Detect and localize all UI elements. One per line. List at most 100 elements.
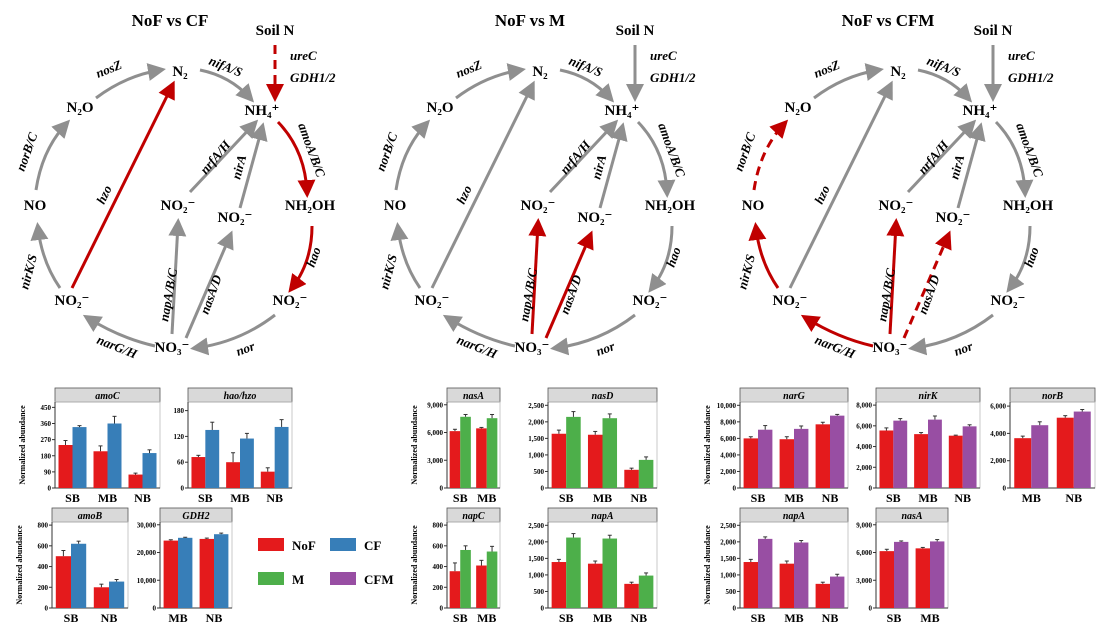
arrow-nor — [550, 313, 636, 356]
node-N2O: N₂O — [427, 100, 454, 116]
category-label: MB — [1022, 491, 1041, 505]
arrow-amoA — [994, 120, 1034, 198]
gene-label-nrfA: nrfA/H — [915, 137, 952, 177]
gene-label-nirA: nirA — [588, 153, 609, 181]
chart-title: nirK — [919, 391, 939, 402]
arrow-nirK — [748, 222, 780, 289]
arrow-nosZ — [813, 63, 884, 100]
bar-CFM-MB — [928, 419, 942, 488]
bar-NoF-MB — [476, 565, 487, 608]
category-label: SB — [751, 611, 766, 625]
bar-CFM-SB — [758, 538, 773, 608]
node-NO2L: NO₂⁻ — [55, 293, 90, 309]
bar-CFM-NB — [1073, 411, 1091, 488]
y-axis-label: Normalized abundance — [410, 525, 419, 605]
bar-NoF-SB — [58, 445, 73, 488]
y-tick-label: 400 — [38, 563, 49, 571]
arrow-hzo — [788, 80, 893, 289]
bar-NoF-MB — [163, 540, 178, 608]
gene-label-nirK: nirK/S — [734, 253, 758, 291]
bar-M-NB — [638, 459, 654, 488]
arrow-hzo — [430, 80, 535, 289]
bar-CF-MB — [178, 537, 193, 608]
node-NO2I: NO₂⁻ — [218, 210, 253, 226]
arrow-norB — [34, 119, 71, 191]
node-NH2OH: NH₂OH — [645, 198, 696, 214]
node-soil: Soil N — [974, 23, 1013, 39]
y-axis-label: Normalized abundance — [410, 405, 419, 485]
y-tick-label: 4,000 — [720, 451, 736, 459]
node-NO: NO — [742, 198, 765, 214]
arrow-nosZ — [95, 63, 166, 100]
gene-label-ureC: ureC — [1008, 48, 1035, 63]
gene-label-napA: napA/B/C — [156, 267, 180, 323]
chart-title: napC — [462, 511, 485, 522]
bar-CF-MB — [240, 438, 254, 488]
arrow-amoA — [276, 120, 316, 198]
bar-NoF-SB — [551, 433, 567, 488]
bar-NoF-MB — [587, 563, 603, 608]
gene-label-hzo: hzo — [453, 182, 475, 206]
bar-CFM-SB — [893, 420, 908, 488]
panel-title: NoF vs CF — [132, 11, 209, 30]
bar-NoF-NB — [93, 587, 109, 608]
y-tick-label: 2,500 — [528, 402, 544, 410]
category-label: SB — [559, 611, 574, 625]
node-NO2I: NO₂⁻ — [936, 210, 971, 226]
y-tick-label: 1,000 — [720, 571, 736, 579]
y-tick-label: 0 — [541, 605, 545, 613]
arrow-nasA — [544, 230, 594, 339]
arrow-nirA — [598, 122, 628, 209]
gene-label-nosZ: nosZ — [454, 57, 484, 81]
arrow-narG — [800, 314, 874, 348]
arrow-nor — [908, 313, 994, 356]
bar-NoF-SB — [449, 431, 461, 488]
gene-label-nifA: nifA/S — [567, 53, 605, 80]
arrow-amoA — [636, 120, 676, 198]
y-tick-label: 0 — [869, 605, 873, 613]
gene-label-ureC: ureC — [650, 48, 677, 63]
gene-label-GDH: GDH1/2 — [650, 70, 696, 85]
arrow-norB — [394, 119, 431, 191]
y-tick-label: 2,000 — [990, 457, 1006, 465]
y-tick-label: 800 — [433, 522, 444, 530]
y-tick-label: 2,000 — [720, 538, 736, 546]
bar-M-MB — [486, 418, 498, 488]
bar-NoF-SB — [743, 438, 758, 488]
node-soil: Soil N — [616, 23, 655, 39]
category-label: MB — [593, 611, 612, 625]
bar-CFM-NB — [962, 426, 977, 488]
node-NO2M: NO₂⁻ — [879, 198, 914, 214]
bar-CF-SB — [72, 427, 87, 488]
bar-CF-NB — [274, 426, 289, 488]
y-tick-label: 2,000 — [528, 418, 544, 426]
gene-label-napA: napA/B/C — [874, 267, 898, 323]
chart-title: GDH2 — [182, 511, 209, 522]
node-NO2R: NO₂⁻ — [633, 293, 668, 309]
category-label: SB — [453, 611, 468, 625]
y-tick-label: 500 — [534, 468, 545, 476]
y-tick-label: 400 — [433, 563, 444, 571]
bar-M-SB — [566, 537, 581, 608]
gene-label-narG: narG/H — [813, 332, 858, 362]
legend-swatch-M — [258, 572, 284, 585]
gene-label-napA: napA/B/C — [516, 267, 540, 323]
category-label: NB — [101, 611, 118, 625]
y-tick-label: 0 — [869, 485, 873, 493]
gene-label-narG: narG/H — [95, 332, 140, 362]
y-tick-label: 3,000 — [856, 577, 872, 585]
category-label: SB — [65, 491, 80, 505]
bar-NoF-MB — [779, 563, 794, 608]
y-axis-label: Normalized abundance — [703, 525, 712, 605]
legend-label: M — [292, 572, 304, 587]
gene-label-amoA: amoA/B/C — [1013, 121, 1046, 179]
y-tick-label: 2,000 — [720, 468, 736, 476]
bar-CFM-SB — [758, 429, 773, 488]
bar-CFM-SB — [894, 541, 909, 608]
gene-label-nifA: nifA/S — [207, 53, 245, 80]
category-label: NB — [630, 491, 647, 505]
